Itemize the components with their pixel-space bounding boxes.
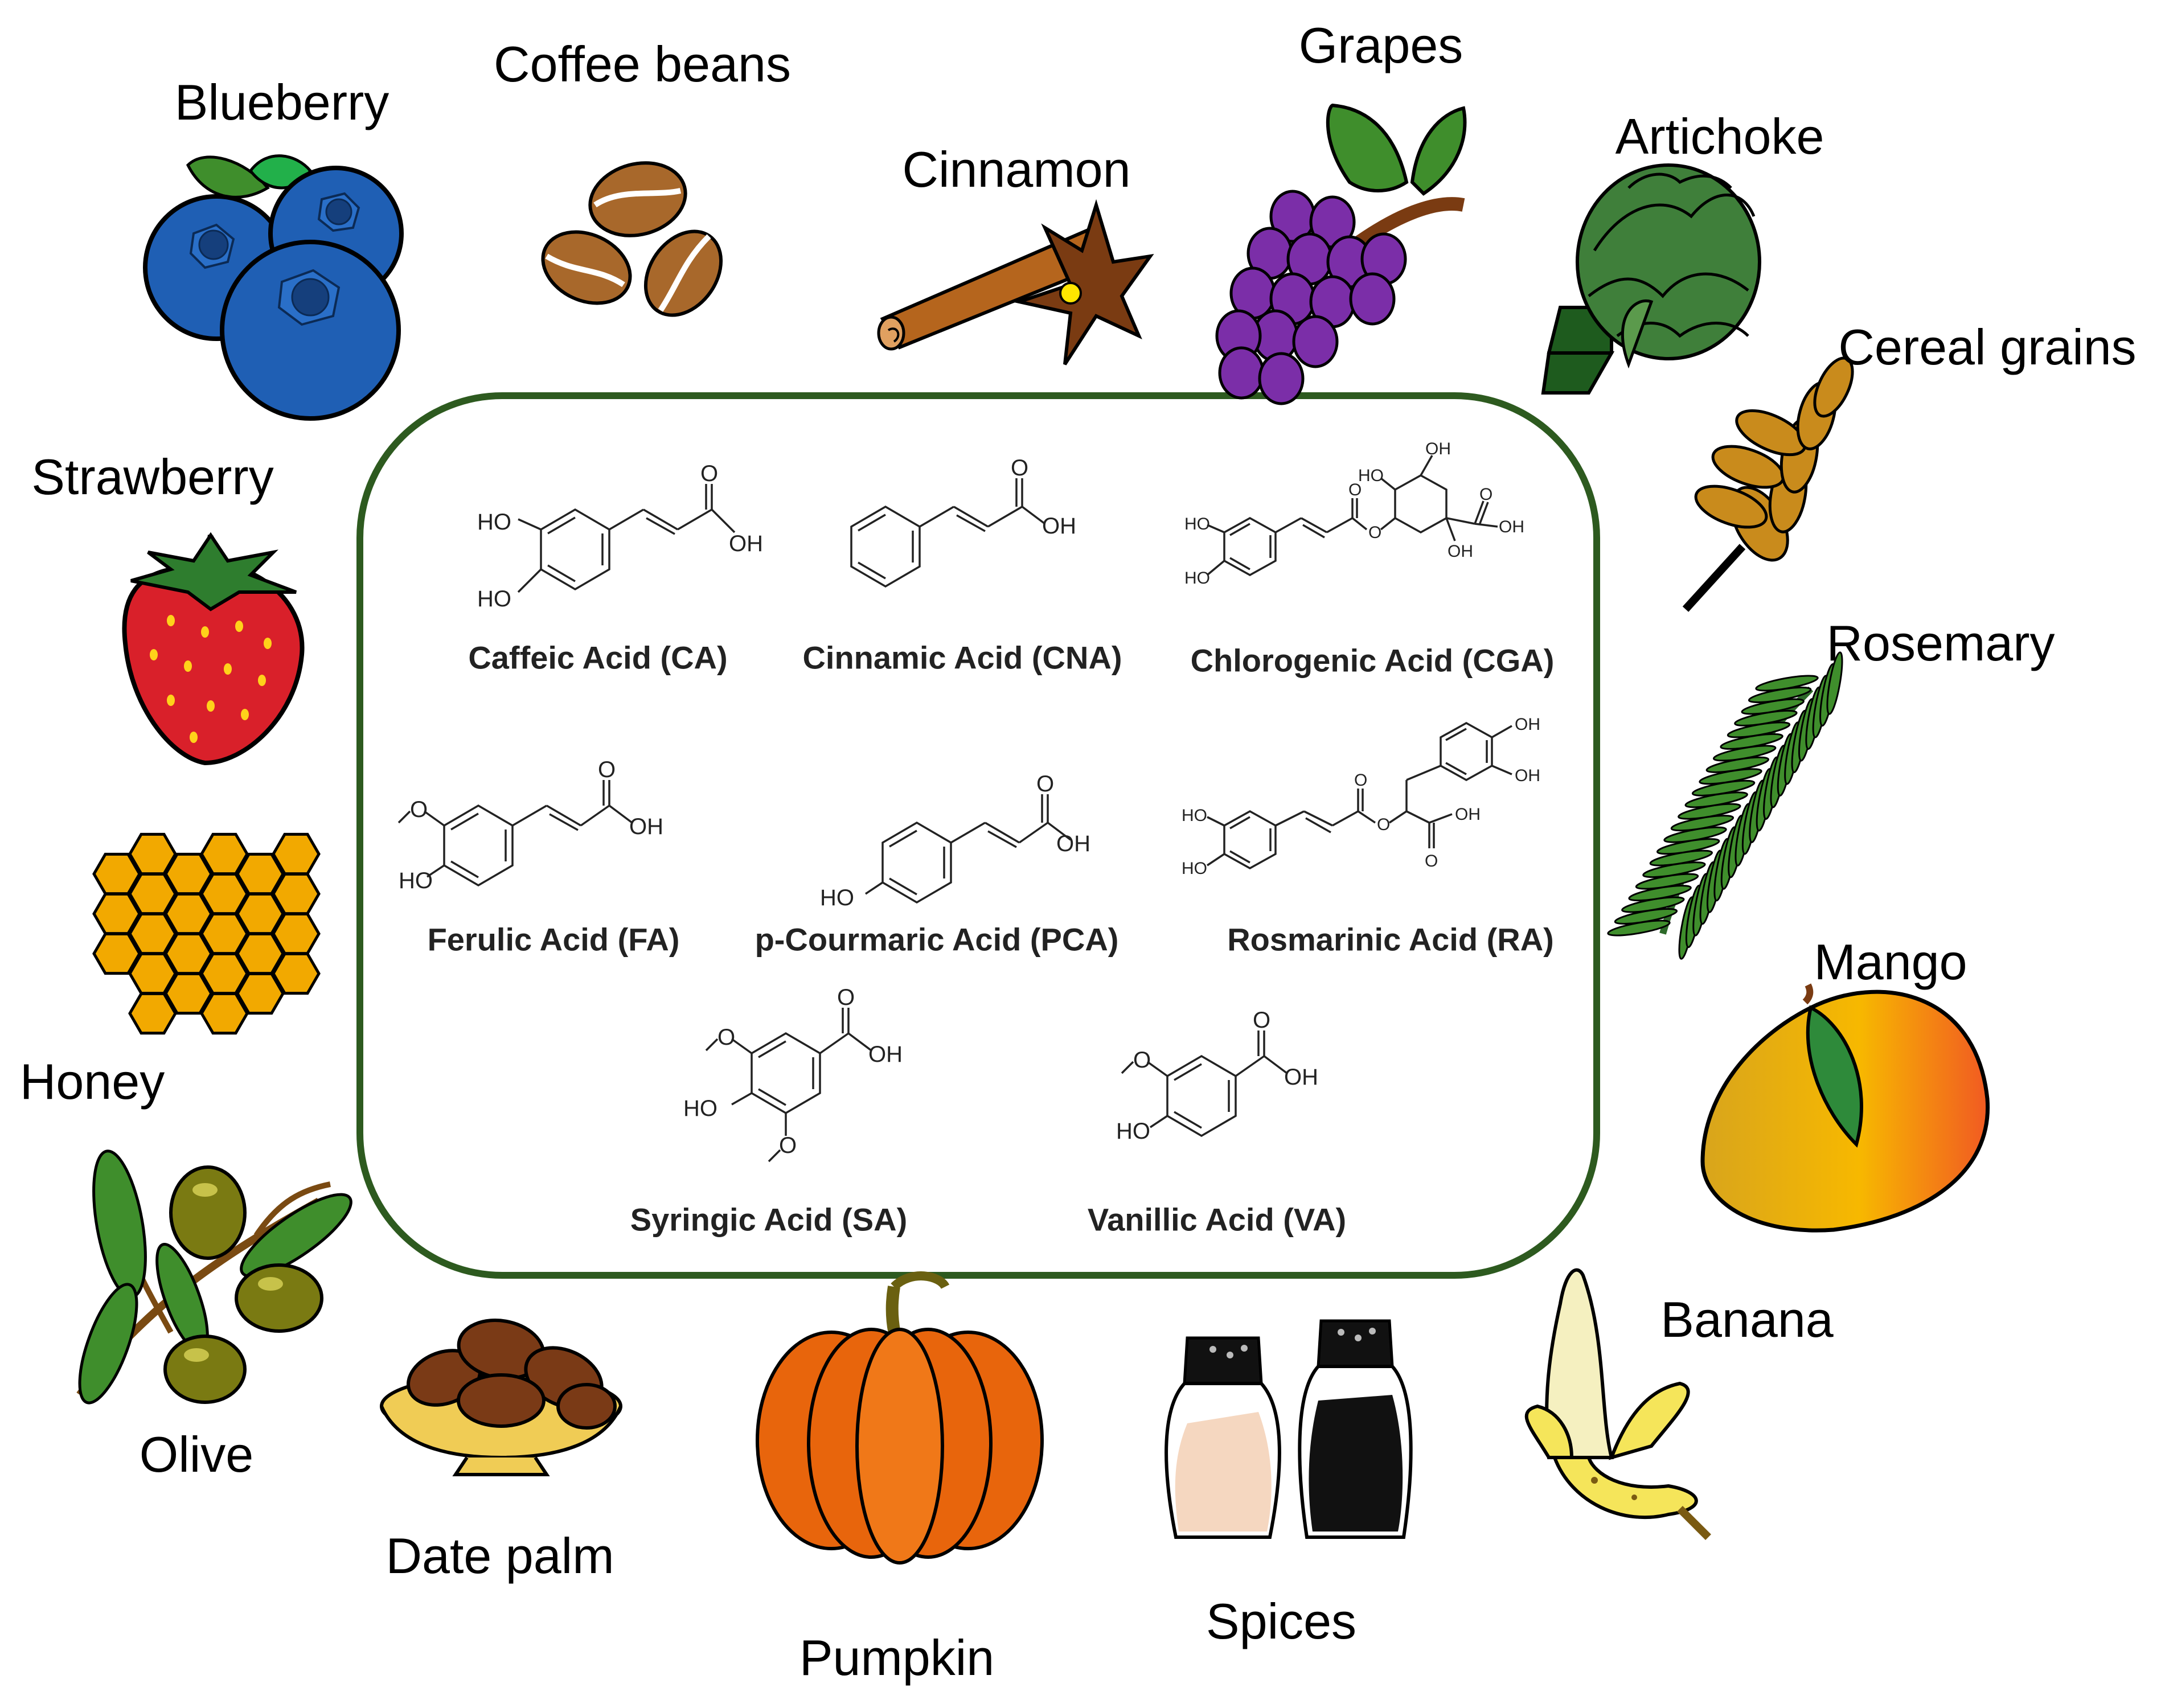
atom-label: OH [1455,805,1481,824]
label-banana: Banana [1660,1291,1834,1348]
atom-label: HO [1184,515,1210,533]
honeycomb-cell [272,872,321,915]
atom-label: OH [629,814,663,839]
olive-branch-icon [76,1149,352,1405]
label-blueberry: Blueberry [174,74,389,130]
label-grapes: Grapes [1298,17,1463,73]
honeycomb-cell [272,832,321,876]
atom-label: HO [477,510,511,535]
caffeic-acid-structure [517,484,736,593]
label-date-palm: Date palm [386,1528,614,1584]
mango-icon [1700,983,1990,1233]
label-cinnamic-acid: Cinnamic Acid (CNA) [802,639,1122,676]
label-rosmarinic-acid: Rosmarinic Acid (RA) [1227,921,1554,958]
label-p-coumaric-acid: p-Courmaric Acid (PCA) [755,921,1119,958]
label-cereal-grains: Cereal grains [1838,319,2137,375]
label-honey: Honey [19,1053,165,1110]
atom-label: O [779,1133,797,1158]
rosemary-needle [1755,675,1819,692]
atom-label: O [1425,852,1438,871]
label-coffee-beans: Coffee beans [494,36,791,92]
atom-label: HO [683,1096,717,1121]
label-rosemary: Rosemary [1826,615,2055,671]
honeycomb-cell [236,972,285,1015]
atom-label: O [700,461,718,486]
syringic-acid-structure [705,1008,872,1163]
atom-label: O [410,797,428,822]
honeycomb-cell [272,912,321,955]
atom-label: HO [1182,806,1207,825]
acids-frame [356,392,1600,1279]
label-syringic-acid: Syringic Acid (SA) [630,1201,908,1238]
rosmarinic-acid-structure [1207,721,1512,870]
atom-label: O [1011,455,1028,481]
rosemary-needle [1826,651,1843,715]
atom-label: HO [1358,466,1384,485]
atom-label: HO [477,586,511,611]
artichoke-icon [1541,163,1761,395]
honeycomb-icon [92,832,321,1035]
atom-label: OH [1056,831,1090,856]
atom-label: OH [1042,514,1076,539]
honeycomb-cell [272,952,321,995]
atom-label: O [717,1025,735,1050]
cinnamon-icon [877,199,1154,366]
label-artichoke: Artichoke [1615,108,1824,165]
atom-label: HO [1182,859,1207,878]
rosemary-icon [1607,651,1843,960]
atom-label: OH [729,531,763,556]
vanillic-acid-structure [1121,1030,1288,1138]
atom-label: OH [1425,440,1451,458]
pumpkin-icon [756,1271,1044,1565]
atom-label: HO [399,868,433,893]
label-pumpkin: Pumpkin [799,1629,995,1686]
atom-label: OH [1448,542,1473,561]
label-chlorogenic-acid: Chlorogenic Acid (CGA) [1190,642,1555,679]
chlorogenic-acid-structure [1206,455,1498,577]
honeycomb-cell [92,932,141,975]
atom-label: O [837,985,855,1010]
honeycomb-cell [164,972,213,1015]
label-olive: Olive [139,1426,254,1483]
spice-shakers-icon [1164,1319,1413,1539]
atom-label: O [1253,1008,1270,1033]
label-cinnamon: Cinnamon [902,141,1131,198]
atom-label: O [1133,1048,1151,1073]
dates-bowl-icon [380,1319,622,1476]
ferulic-acid-structure [397,780,633,887]
grapes-icon [1215,103,1467,405]
atom-label: HO [1116,1119,1150,1144]
label-vanillic-acid: Vanillic Acid (VA) [1087,1201,1347,1238]
blueberry-icon [143,154,404,421]
p-coumaric-acid-structure [865,794,1072,904]
label-caffeic-acid: Caffeic Acid (CA) [468,639,728,676]
strawberry-icon [122,532,305,766]
atom-label: HO [820,885,854,910]
atom-label: O [598,757,616,782]
atom-label: O [1348,481,1362,499]
banana-icon [1524,1268,1711,1540]
honeycomb-cell [128,992,177,1035]
label-ferulic-acid: Ferulic Acid (FA) [427,921,680,958]
cinnamic-acid-structure [850,478,1046,588]
atom-label: OH [868,1042,903,1067]
atom-label: OH [1515,715,1540,734]
atom-label: O [1368,523,1381,542]
coffee-beans-icon [541,161,723,317]
atom-label: OH [1284,1065,1318,1090]
honeycomb-cell [200,992,249,1035]
label-mango: Mango [1814,934,1967,990]
atom-label: HO [1184,569,1210,588]
cereal-grains-icon [1682,356,1854,612]
label-spices: Spices [1205,1593,1357,1649]
atom-label: O [1479,485,1492,504]
atom-label: O [1354,771,1367,790]
atom-label: O [1036,771,1054,796]
atom-label: OH [1515,766,1540,785]
label-strawberry: Strawberry [31,449,274,505]
atom-label: OH [1499,518,1524,536]
atom-label: O [1377,815,1390,834]
